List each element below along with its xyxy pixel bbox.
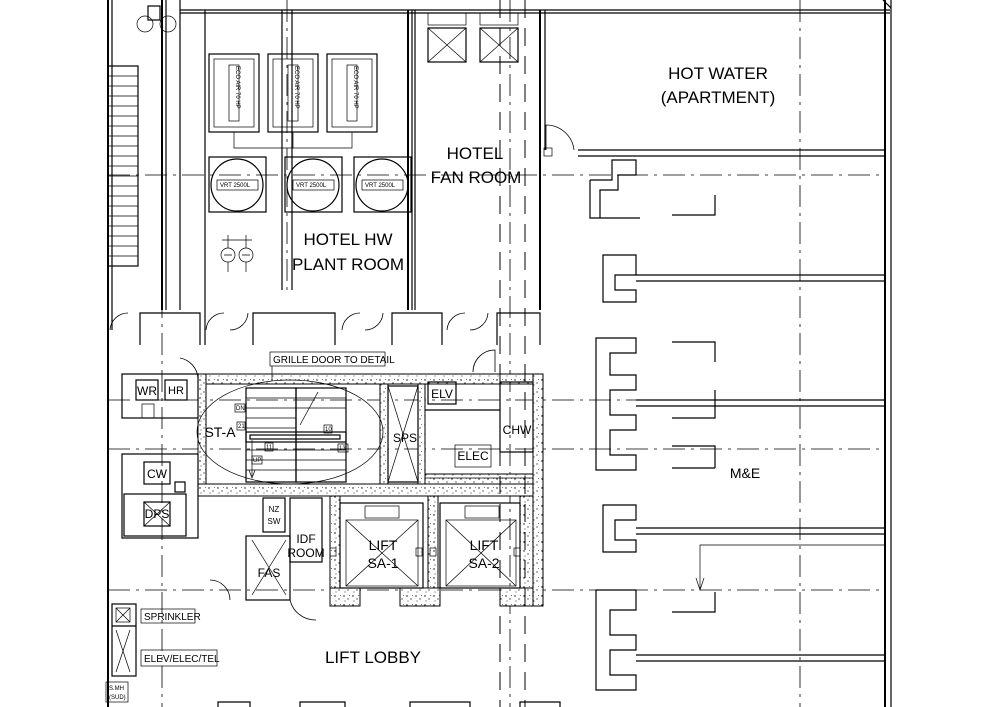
plant-room-walls [109,0,541,345]
note-grille-door: GRILLE DOOR TO DETAIL [273,355,395,366]
label-elec: ELEC [457,449,489,463]
label-chw: CHW [503,423,532,437]
label-sps: SPS [393,431,417,445]
svg-text:UP: UP [253,458,261,464]
note-s-mh: S.MH [109,686,124,692]
label-hr: HR [168,385,184,397]
note-sprinkler: SPRINKLER [144,612,201,623]
label-dps: DPS [145,507,170,521]
heat-pump-1: ECO AIR 70 HP [208,53,260,133]
svg-text:ECO AIR 70 HP: ECO AIR 70 HP [234,66,240,109]
label-lift-1: LIFT [369,537,398,553]
storage-tank-2: VRT 2500L [284,156,343,213]
storage-tank-3: VRT 2500L [353,156,412,213]
svg-text:ECO AIR 70 HP: ECO AIR 70 HP [293,66,299,109]
outer-walls [107,0,892,707]
note-elev-elec-tel: ELEV/ELEC/TEL [144,654,220,665]
label-sw: SW [268,517,281,526]
heat-pump-2: ECO AIR 70 HP [267,53,319,133]
services-strip [105,0,561,707]
label-stair: ST-A [204,424,236,440]
svg-text:DN: DN [236,406,245,412]
label-cw: CW [147,467,168,481]
label-elv: ELV [431,387,453,401]
svg-text:13: 13 [339,446,346,452]
label-idf-room: ROOM [287,546,324,560]
label-lift-1-id: SA-1 [367,555,398,571]
label-fan-room: FAN ROOM [431,168,522,187]
svg-text:VRT 2500L: VRT 2500L [220,183,251,189]
label-nz: NZ [269,505,280,514]
me-area-walls [589,159,885,691]
label-lift-lobby: LIFT LOBBY [325,648,421,667]
svg-text:ECO AIR 70 HP: ECO AIR 70 HP [352,66,358,109]
label-idf: IDF [296,532,315,546]
svg-text:VRT 2500L: VRT 2500L [365,183,396,189]
label-apartment: (APARTMENT) [661,88,776,107]
label-lift-2-id: SA-2 [468,555,499,571]
note-sud: (SUD) [109,695,126,701]
label-hotel: HOTEL [447,144,504,163]
svg-text:11: 11 [266,445,273,451]
heat-pump-3: ECO AIR 70 HP [326,53,378,133]
label-hot-water: HOT WATER [668,64,768,83]
pump-symbols [220,235,254,272]
label-me: M&E [730,465,760,481]
room-labels: HOT WATER (APARTMENT) HOTEL FAN ROOM HOT… [137,64,775,667]
label-hotel-hw: HOTEL HW [303,230,392,249]
svg-text:VRT 2500L: VRT 2500L [296,183,327,189]
annotations: GRILLE DOOR TO DETAIL SPRINKLER ELEV/ELE… [109,351,395,701]
core-walls: DN 21 UP 11 10 13 [121,349,544,621]
svg-text:21: 21 [238,424,245,430]
storage-tank-1: VRT 2500L [208,156,267,213]
label-fas: FAS [258,566,281,580]
svg-text:10: 10 [325,427,332,433]
equipment: ECO AIR 70 HP ECO AIR 70 HP ECO AIR 70 H… [208,53,412,272]
label-plant-room: PLANT ROOM [292,255,404,274]
label-wr: WR [137,384,157,398]
label-lift-2: LIFT [470,537,499,553]
fan-room-walls [414,10,885,310]
